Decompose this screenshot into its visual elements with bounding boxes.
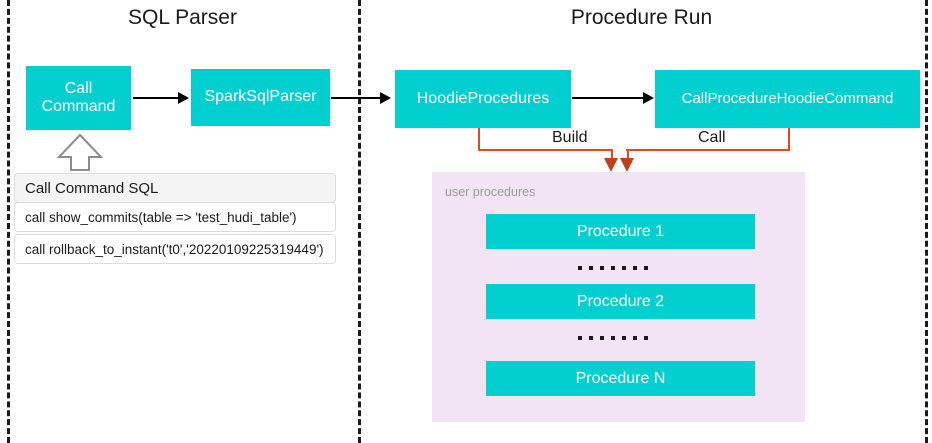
- ellipsis-dots-2: [578, 336, 648, 340]
- call-connector-arrow-head: [620, 158, 634, 172]
- build-connector-horizontal: [478, 149, 612, 151]
- edge-label-build: Build: [546, 129, 594, 147]
- ellipsis-dots-1: [578, 266, 648, 270]
- sql-table-header: Call Command SQL: [14, 173, 336, 203]
- sql-table-row[interactable]: call show_commits(table => 'test_hudi_ta…: [14, 202, 336, 232]
- arrow-hoodieprocedures-to-callprocedure-head: [643, 92, 654, 104]
- call-connector-vertical-down: [627, 149, 629, 162]
- arrow-callcommand-to-sparksqlparser-head: [178, 92, 189, 104]
- procedure-box-2[interactable]: Procedure 2: [486, 284, 755, 319]
- sql-table-row[interactable]: call rollback_to_instant('t0','202201092…: [14, 234, 336, 264]
- section-title-procedure-run: Procedure Run: [570, 6, 713, 29]
- node-spark-sql-parser[interactable]: SparkSqlParser: [191, 69, 330, 126]
- divider-left: [7, 0, 10, 443]
- build-connector-arrow-head: [604, 158, 618, 172]
- divider-middle: [358, 0, 361, 443]
- node-call-procedure-hoodie-command[interactable]: CallProcedureHoodieCommand: [655, 70, 920, 128]
- build-connector-vertical-down: [611, 149, 613, 162]
- section-title-sql-parser: SQL Parser: [128, 6, 237, 29]
- edge-label-call: Call: [692, 129, 732, 147]
- procedure-box-n[interactable]: Procedure N: [486, 361, 755, 396]
- node-call-command-line2: Command: [41, 98, 116, 115]
- call-connector-vertical-right: [788, 128, 790, 150]
- up-arrow-icon: [56, 133, 104, 176]
- node-call-command-line1: Call: [64, 79, 93, 97]
- arrow-callcommand-to-sparksqlparser-line: [133, 97, 179, 99]
- node-call-command[interactable]: Call Command: [26, 66, 131, 130]
- procedure-box-1[interactable]: Procedure 1: [486, 214, 755, 249]
- divider-right: [925, 0, 928, 443]
- arrow-sparksqlparser-to-hoodieprocedures-head: [380, 92, 391, 104]
- user-procedures-label: user procedures: [445, 185, 536, 199]
- arrow-sparksqlparser-to-hoodieprocedures-line: [331, 97, 381, 99]
- call-command-sql-table: Call Command SQL call show_commits(table…: [14, 173, 336, 264]
- call-connector-horizontal: [626, 149, 790, 151]
- arrow-hoodieprocedures-to-callprocedure-line: [572, 97, 644, 99]
- node-hoodie-procedures[interactable]: HoodieProcedures: [395, 70, 571, 128]
- build-connector-vertical-left: [478, 128, 480, 150]
